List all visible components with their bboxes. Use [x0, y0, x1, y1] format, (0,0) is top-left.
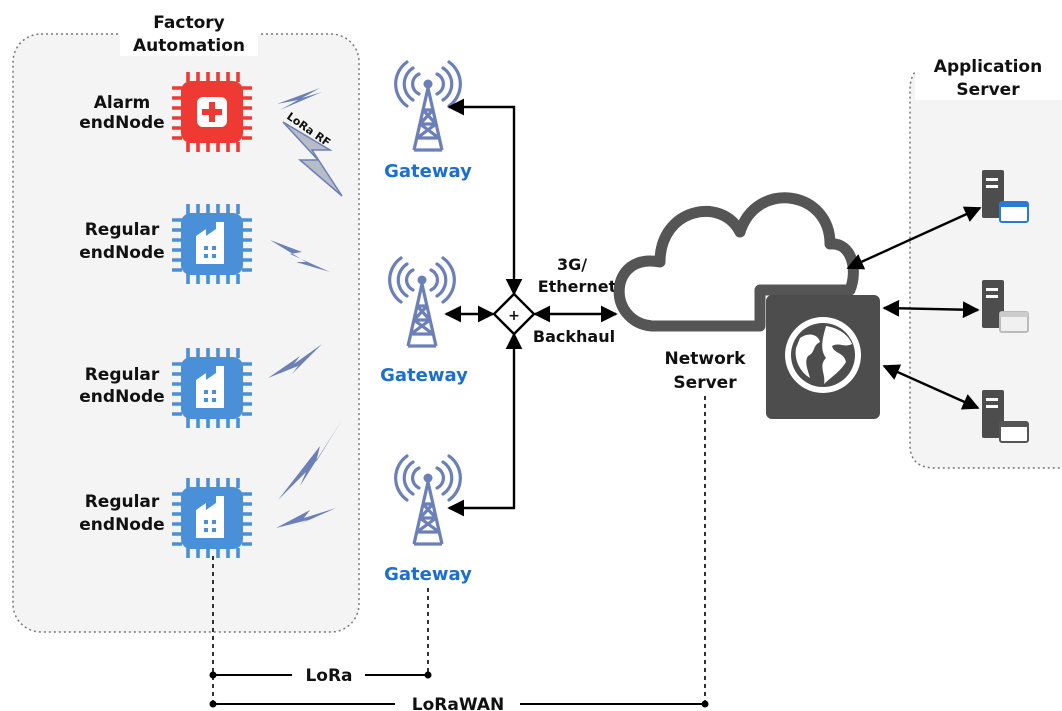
- span-markers: [209, 396, 709, 708]
- svg-text:+: +: [508, 308, 520, 324]
- network-server-label-line2: Server: [673, 373, 737, 393]
- network-server[interactable]: [766, 295, 880, 419]
- gateway-tower-icon: [388, 256, 456, 348]
- rf-bolt-icon: [276, 508, 336, 528]
- rf-bolt-icon: [278, 420, 342, 500]
- rf-bolt-icon: [282, 121, 343, 197]
- node-label-line1: Alarm: [94, 93, 151, 113]
- backhaul-label-line2: Ethernet: [538, 277, 617, 296]
- node-label-line2: endNode: [79, 113, 164, 133]
- network-cloud-icon: [613, 192, 859, 332]
- gateway-tower-icon: [394, 454, 462, 546]
- factory-title-line1: Factory: [153, 13, 224, 33]
- node-label-line2: endNode: [79, 243, 164, 263]
- gateway-1[interactable]: Gateway: [384, 60, 472, 182]
- app-server-links: [846, 206, 982, 410]
- node-label-line1: Regular: [85, 492, 160, 512]
- app-server-2-icon[interactable]: [982, 280, 1029, 333]
- backhaul-links: [444, 98, 618, 517]
- globe-icon: [785, 317, 861, 393]
- end-node-alarm[interactable]: Alarm endNode: [79, 70, 254, 154]
- rf-bolt-icon: [277, 88, 322, 110]
- factory-chip-icon: [170, 476, 254, 560]
- backhaul-label-line1: 3G/: [557, 255, 587, 274]
- app-server-title-line2: Server: [956, 80, 1020, 100]
- medical-chip-icon: [170, 70, 254, 154]
- span-label-lora: LoRa: [305, 666, 352, 686]
- gateway-label: Gateway: [384, 564, 472, 585]
- factory-chip-icon: [170, 346, 254, 430]
- rf-bolt-icon: [268, 344, 322, 378]
- gateway-2[interactable]: Gateway: [380, 256, 468, 386]
- gateway-label: Gateway: [380, 365, 468, 386]
- backhaul-label-line3: Backhaul: [533, 327, 615, 346]
- node-label-line2: endNode: [79, 387, 164, 407]
- node-label-line1: Regular: [85, 220, 160, 240]
- aggregation-junction: +: [492, 292, 536, 336]
- factory-title-line2: Automation: [133, 36, 245, 56]
- rf-bolt-icon: [270, 240, 330, 272]
- span-label-lorawan: LoRaWAN: [412, 695, 504, 711]
- app-server-1-icon[interactable]: [982, 170, 1029, 223]
- network-server-label-line1: Network: [665, 349, 747, 369]
- end-node-regular-1[interactable]: Regular endNode: [79, 202, 254, 286]
- app-server-3-icon[interactable]: [982, 390, 1029, 443]
- node-label-line1: Regular: [85, 365, 160, 385]
- factory-title-bg: [120, 10, 258, 56]
- factory-chip-icon: [170, 202, 254, 286]
- node-label-line2: endNode: [79, 515, 164, 535]
- app-server-title-bg: [915, 52, 1062, 100]
- end-node-regular-3[interactable]: Regular endNode: [79, 476, 254, 560]
- app-server-title-line1: Application: [934, 57, 1042, 77]
- end-node-regular-2[interactable]: Regular endNode: [79, 346, 254, 430]
- gateway-label: Gateway: [384, 161, 472, 182]
- gateway-3[interactable]: Gateway: [384, 454, 472, 585]
